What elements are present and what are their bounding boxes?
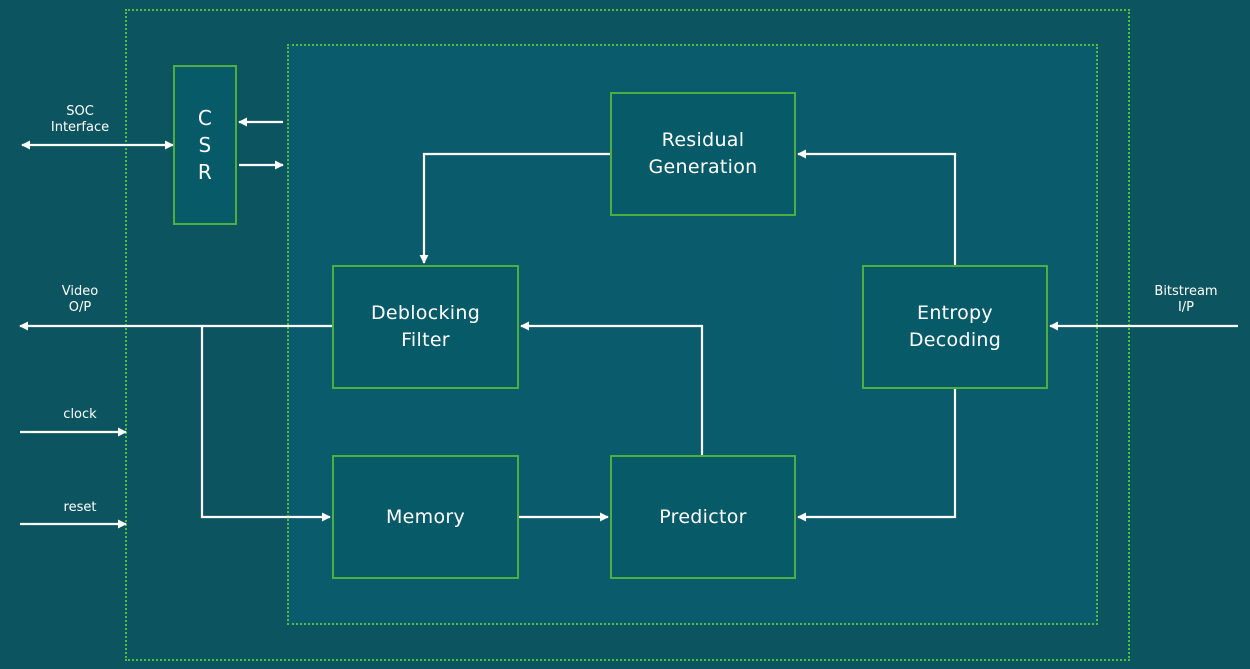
csr-label: C S R [197,105,213,184]
entropy-to-residual-arrow [797,149,957,265]
entropy-to-predictor-arrow [797,389,957,522]
entropy-decoding-block: Entropy Decoding [862,265,1048,389]
residual-generation-block: Residual Generation [610,92,796,216]
clock-label: clock [63,407,97,422]
residual-to-deblocking-arrow [419,152,610,264]
reset-label: reset [63,500,97,515]
bitstream-input-label: Bitstream I/P [1154,284,1218,315]
video-output-label: Video O/P [61,284,99,315]
csr-block: C S R [173,65,237,225]
soc-interface-label: SOC Interface [50,104,110,135]
predictor-label: Predictor [659,505,747,528]
deblocking-filter-block: Deblocking Filter [332,265,519,389]
outer-chip-boundary [125,9,1130,661]
entropy-decoding-label: Entropy Decoding [908,302,1002,351]
predictor-to-deblocking-arrow [520,321,704,455]
memory-label: Memory [385,505,466,528]
deblocking-to-memory-arrow [200,326,331,522]
deblocking-filter-label: Deblocking Filter [370,302,481,351]
memory-block: Memory [332,455,519,579]
residual-generation-label: Residual Generation [648,129,758,178]
predictor-block: Predictor [610,455,796,579]
